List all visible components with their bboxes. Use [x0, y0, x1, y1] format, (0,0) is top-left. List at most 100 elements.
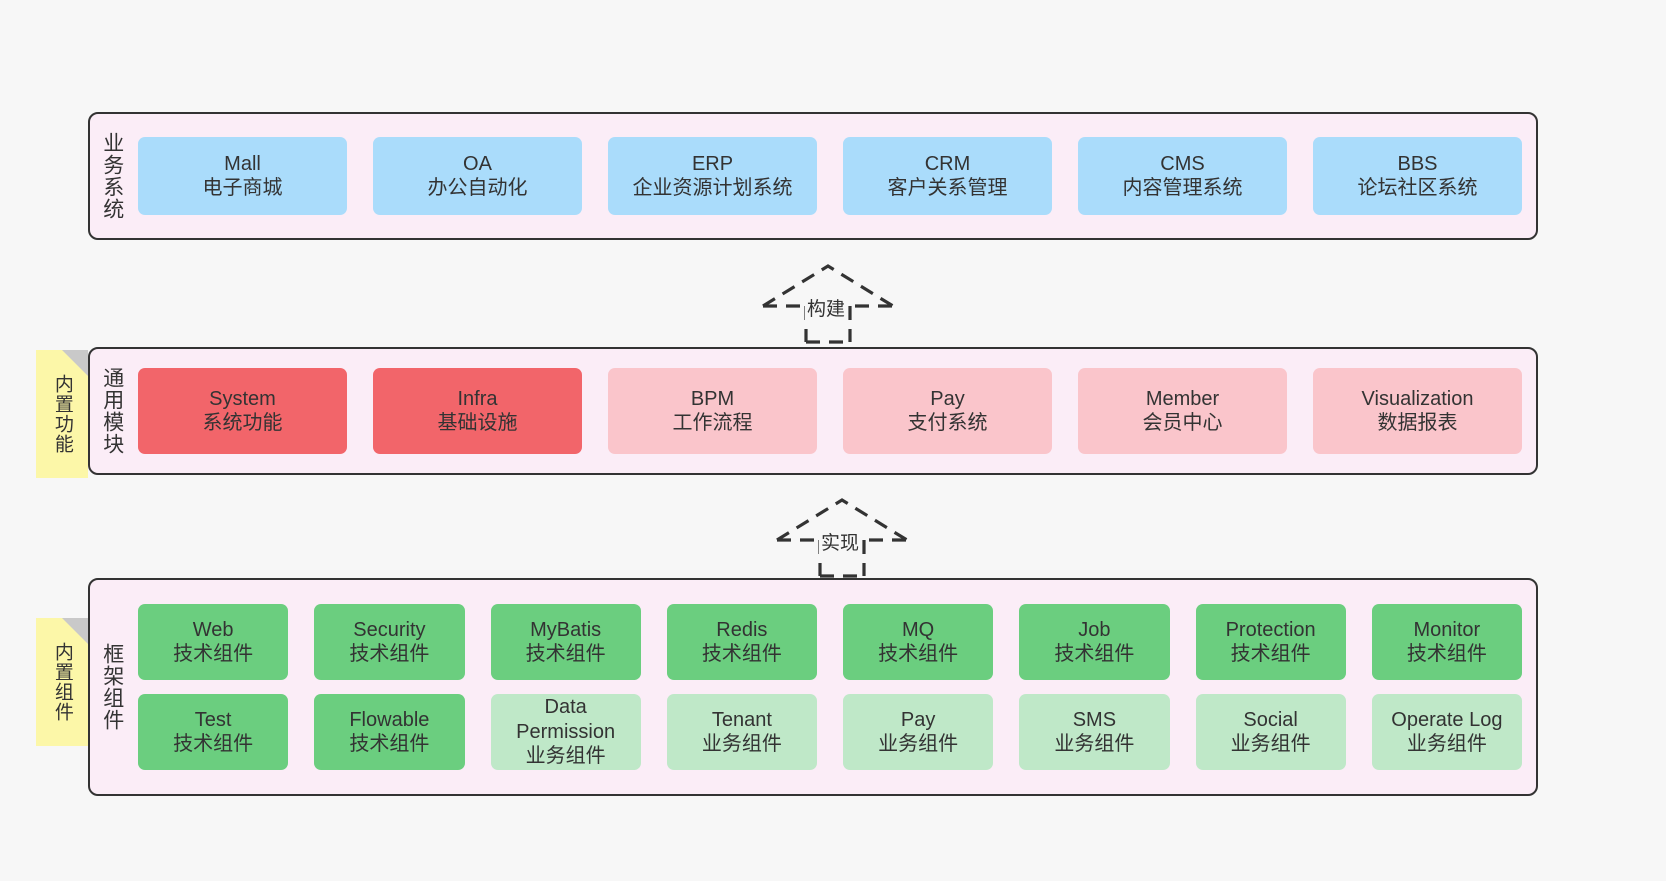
node-title: Infra	[457, 387, 498, 410]
node-cms[interactable]: CMS 内容管理系统	[1078, 137, 1287, 215]
sticky-note-builtin-function: 内置功能	[36, 350, 88, 478]
node-subtitle: 业务组件	[525, 745, 606, 768]
node-social[interactable]: Social 业务组件	[1195, 694, 1346, 770]
node-infra[interactable]: Infra 基础设施	[373, 368, 582, 454]
node-subtitle: 业务组件	[1406, 733, 1487, 755]
node-row: System 系统功能 Infra 基础设施 BPM 工作流程 Pay 支付系统…	[138, 368, 1522, 454]
sticky-note-label: 内置组件	[51, 642, 73, 722]
node-subtitle: 技术组件	[349, 733, 430, 755]
layer-body-business-system: Mall 电子商城 OA 办公自动化 ERP 企业资源计划系统 CRM 客户关系…	[134, 114, 1536, 238]
node-title: System	[209, 387, 276, 410]
connector-build-label: 构建	[805, 294, 848, 321]
node-title: OA	[463, 152, 492, 175]
node-title: MQ	[902, 618, 935, 641]
node-title: Protection	[1225, 618, 1316, 641]
node-test[interactable]: Test 技术组件	[138, 694, 289, 770]
folded-corner-icon	[62, 618, 88, 644]
node-pay-component[interactable]: Pay 业务组件	[843, 694, 994, 770]
node-subtitle: 企业资源计划系统	[632, 177, 793, 199]
node-subtitle: 系统功能	[202, 412, 283, 434]
node-subtitle: 办公自动化	[427, 177, 528, 199]
node-subtitle: 技术组件	[1230, 643, 1311, 665]
node-subtitle: 支付系统	[907, 412, 988, 434]
layer-business-system: 业务系统 Mall 电子商城 OA 办公自动化 ERP 企业资源计划系统 CRM…	[88, 112, 1538, 240]
node-member[interactable]: Member 会员中心	[1078, 368, 1287, 454]
node-subtitle: 技术组件	[1054, 643, 1135, 665]
node-title: SMS	[1072, 708, 1117, 731]
node-subtitle: 基础设施	[437, 412, 518, 434]
node-subtitle: 技术组件	[525, 643, 606, 665]
connector-implement: 实现	[772, 496, 912, 578]
folded-corner-icon	[62, 350, 88, 376]
layer-framework-component: 框架组件 Web 技术组件 Security 技术组件 MyBatis 技术组件…	[88, 578, 1538, 796]
node-row: Test 技术组件 Flowable 技术组件 Data Permission …	[138, 694, 1522, 770]
connector-build: 构建	[758, 262, 898, 344]
node-sms[interactable]: SMS 业务组件	[1019, 694, 1170, 770]
node-redis[interactable]: Redis 技术组件	[666, 604, 817, 680]
node-title: Monitor	[1413, 618, 1481, 641]
node-subtitle: 技术组件	[173, 733, 254, 755]
node-oa[interactable]: OA 办公自动化	[373, 137, 582, 215]
node-subtitle: 业务组件	[878, 733, 959, 755]
node-subtitle: 内容管理系统	[1122, 177, 1243, 199]
node-title: CRM	[924, 152, 971, 175]
node-tenant[interactable]: Tenant 业务组件	[666, 694, 817, 770]
node-title: Mall	[224, 152, 261, 175]
layer-title-business-system: 业务系统	[100, 132, 124, 220]
node-title: ERP	[691, 152, 734, 175]
layer-title-framework-component: 框架组件	[100, 643, 124, 731]
node-title: MyBatis	[530, 618, 602, 641]
node-crm[interactable]: CRM 客户关系管理	[843, 137, 1052, 215]
node-subtitle: 技术组件	[173, 643, 254, 665]
node-title: Social	[1243, 708, 1298, 731]
node-title: Operate Log	[1391, 708, 1503, 731]
node-subtitle: 论坛社区系统	[1357, 177, 1478, 199]
node-web[interactable]: Web 技术组件	[138, 604, 289, 680]
node-job[interactable]: Job 技术组件	[1019, 604, 1170, 680]
node-subtitle: 工作流程	[672, 412, 753, 434]
node-subtitle: 客户关系管理	[887, 177, 1008, 199]
node-system[interactable]: System 系统功能	[138, 368, 347, 454]
node-operate-log[interactable]: Operate Log 业务组件	[1371, 694, 1522, 770]
layer-body-common-module: System 系统功能 Infra 基础设施 BPM 工作流程 Pay 支付系统…	[134, 349, 1536, 473]
node-title: Member	[1145, 387, 1220, 410]
node-subtitle: 电子商城	[202, 177, 283, 199]
node-title: Test	[194, 708, 232, 731]
node-title: Data Permission	[516, 696, 616, 743]
node-subtitle: 数据报表	[1377, 412, 1458, 434]
node-title: Job	[1078, 618, 1111, 641]
node-title: BBS	[1397, 152, 1438, 175]
node-subtitle: 业务组件	[701, 733, 782, 755]
layer-title-common-module: 通用模块	[100, 367, 124, 455]
node-bpm[interactable]: BPM 工作流程	[608, 368, 817, 454]
node-mall[interactable]: Mall 电子商城	[138, 137, 347, 215]
node-mybatis[interactable]: MyBatis 技术组件	[490, 604, 641, 680]
node-title: Pay	[930, 387, 965, 410]
node-title: Web	[192, 618, 234, 641]
node-subtitle: 会员中心	[1142, 412, 1223, 434]
node-data-permission[interactable]: Data Permission 业务组件	[490, 694, 641, 770]
sticky-note-label: 内置功能	[51, 374, 73, 454]
node-row: Web 技术组件 Security 技术组件 MyBatis 技术组件 Redi…	[138, 604, 1522, 680]
node-title: Pay	[900, 708, 936, 731]
node-pay[interactable]: Pay 支付系统	[843, 368, 1052, 454]
node-subtitle: 业务组件	[1054, 733, 1135, 755]
node-subtitle: 业务组件	[1230, 733, 1311, 755]
node-security[interactable]: Security 技术组件	[314, 604, 465, 680]
node-protection[interactable]: Protection 技术组件	[1195, 604, 1346, 680]
node-title: CMS	[1160, 152, 1205, 175]
node-flowable[interactable]: Flowable 技术组件	[314, 694, 465, 770]
node-title: Security	[353, 618, 426, 641]
node-bbs[interactable]: BBS 论坛社区系统	[1313, 137, 1522, 215]
node-subtitle: 技术组件	[878, 643, 959, 665]
node-erp[interactable]: ERP 企业资源计划系统	[608, 137, 817, 215]
sticky-note-builtin-component: 内置组件	[36, 618, 88, 746]
node-title: Tenant	[711, 708, 772, 731]
node-subtitle: 技术组件	[1406, 643, 1487, 665]
node-mq[interactable]: MQ 技术组件	[843, 604, 994, 680]
node-visualization[interactable]: Visualization 数据报表	[1313, 368, 1522, 454]
node-title: Flowable	[349, 708, 430, 731]
node-monitor[interactable]: Monitor 技术组件	[1371, 604, 1522, 680]
node-subtitle: 技术组件	[349, 643, 430, 665]
